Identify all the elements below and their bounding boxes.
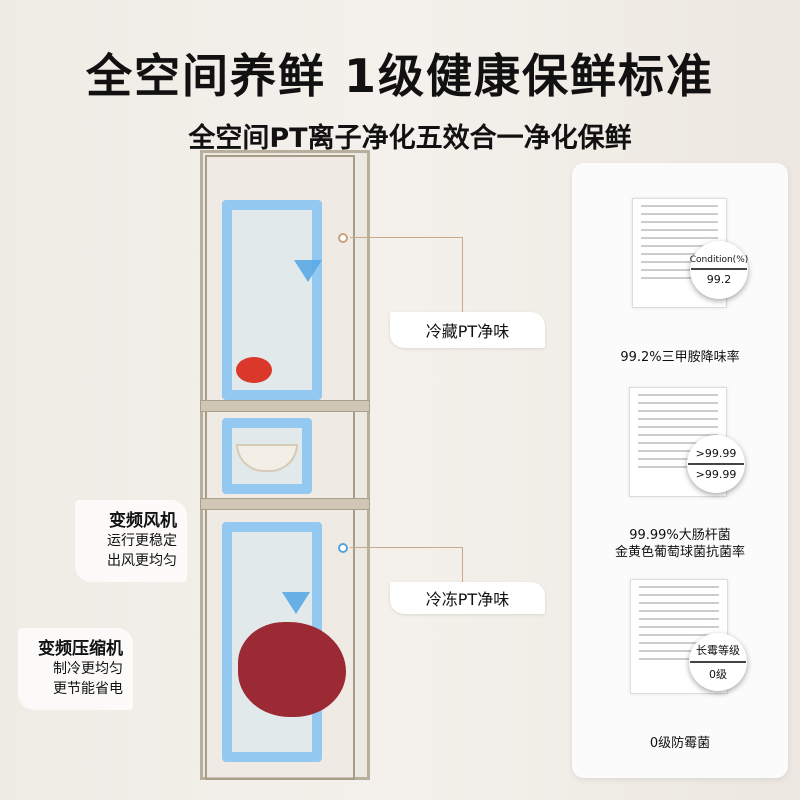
feature-line: 制冷更均匀 bbox=[53, 661, 123, 677]
feature-line: 出风更均匀 bbox=[107, 553, 177, 569]
feature-compressor: 变频压缩机 制冷更均匀 更节能省电 bbox=[18, 628, 133, 710]
caption-line: 99.99%大肠杆菌 bbox=[629, 528, 731, 543]
arrow-down-icon bbox=[282, 592, 310, 614]
callout-line bbox=[350, 547, 462, 548]
magnifier-lens: 长霉等级 0级 bbox=[689, 633, 747, 691]
feature-fan: 变频风机 运行更稳定 出风更均匀 bbox=[75, 500, 187, 582]
certificate-caption: 99.2%三甲胺降味率 bbox=[572, 349, 788, 366]
compartment-divider bbox=[200, 498, 370, 510]
certificate-panel: Condition(%)99.2 99.2%三甲胺降味率 >99.99>99.9… bbox=[572, 163, 788, 778]
meat-image bbox=[238, 622, 346, 717]
lens-text: >99.99 bbox=[695, 468, 737, 481]
magnifier-lens: >99.99 >99.99 bbox=[687, 435, 745, 493]
lens-text: >99.99 bbox=[695, 447, 737, 460]
arrow-down-icon bbox=[294, 260, 322, 282]
certificate-caption: 0级防霉菌 bbox=[572, 735, 788, 752]
feature-title: 变频风机 bbox=[109, 511, 177, 531]
callout-fridge-pt: 冷藏PT净味 bbox=[390, 312, 545, 348]
hotspot-dot bbox=[338, 543, 348, 553]
lens-text: 0级 bbox=[709, 668, 727, 681]
caption-line: 0级防霉菌 bbox=[649, 736, 711, 751]
lens-text: Condition(%) bbox=[689, 254, 749, 265]
magnifier-lens: Condition(%) 99.2 bbox=[690, 241, 748, 299]
subheadline: 全空间PT离子净化五效合一净化保鲜 bbox=[188, 123, 632, 154]
tomato-image bbox=[236, 357, 272, 383]
feature-line: 运行更稳定 bbox=[107, 533, 177, 549]
certificate-caption: 99.99%大肠杆菌金黄色葡萄球菌抗菌率 bbox=[572, 527, 788, 561]
lens-text: 长霉等级 bbox=[696, 644, 740, 657]
headline: 全空间养鲜 1级健康保鲜标准 bbox=[85, 49, 715, 103]
callout-freezer-pt: 冷冻PT净味 bbox=[390, 582, 545, 614]
feature-line: 更节能省电 bbox=[53, 681, 123, 697]
caption-line: 金黄色葡萄球菌抗菌率 bbox=[614, 545, 745, 560]
compartment-divider bbox=[200, 400, 370, 412]
callout-line bbox=[462, 237, 463, 312]
callout-line bbox=[350, 237, 462, 238]
airflow-fridge bbox=[222, 200, 322, 400]
callout-line bbox=[462, 547, 463, 582]
lens-text: 99.2 bbox=[706, 272, 732, 286]
feature-title: 变频压缩机 bbox=[38, 639, 123, 659]
hotspot-dot bbox=[338, 233, 348, 243]
caption-line: 99.2%三甲胺降味率 bbox=[620, 350, 740, 365]
